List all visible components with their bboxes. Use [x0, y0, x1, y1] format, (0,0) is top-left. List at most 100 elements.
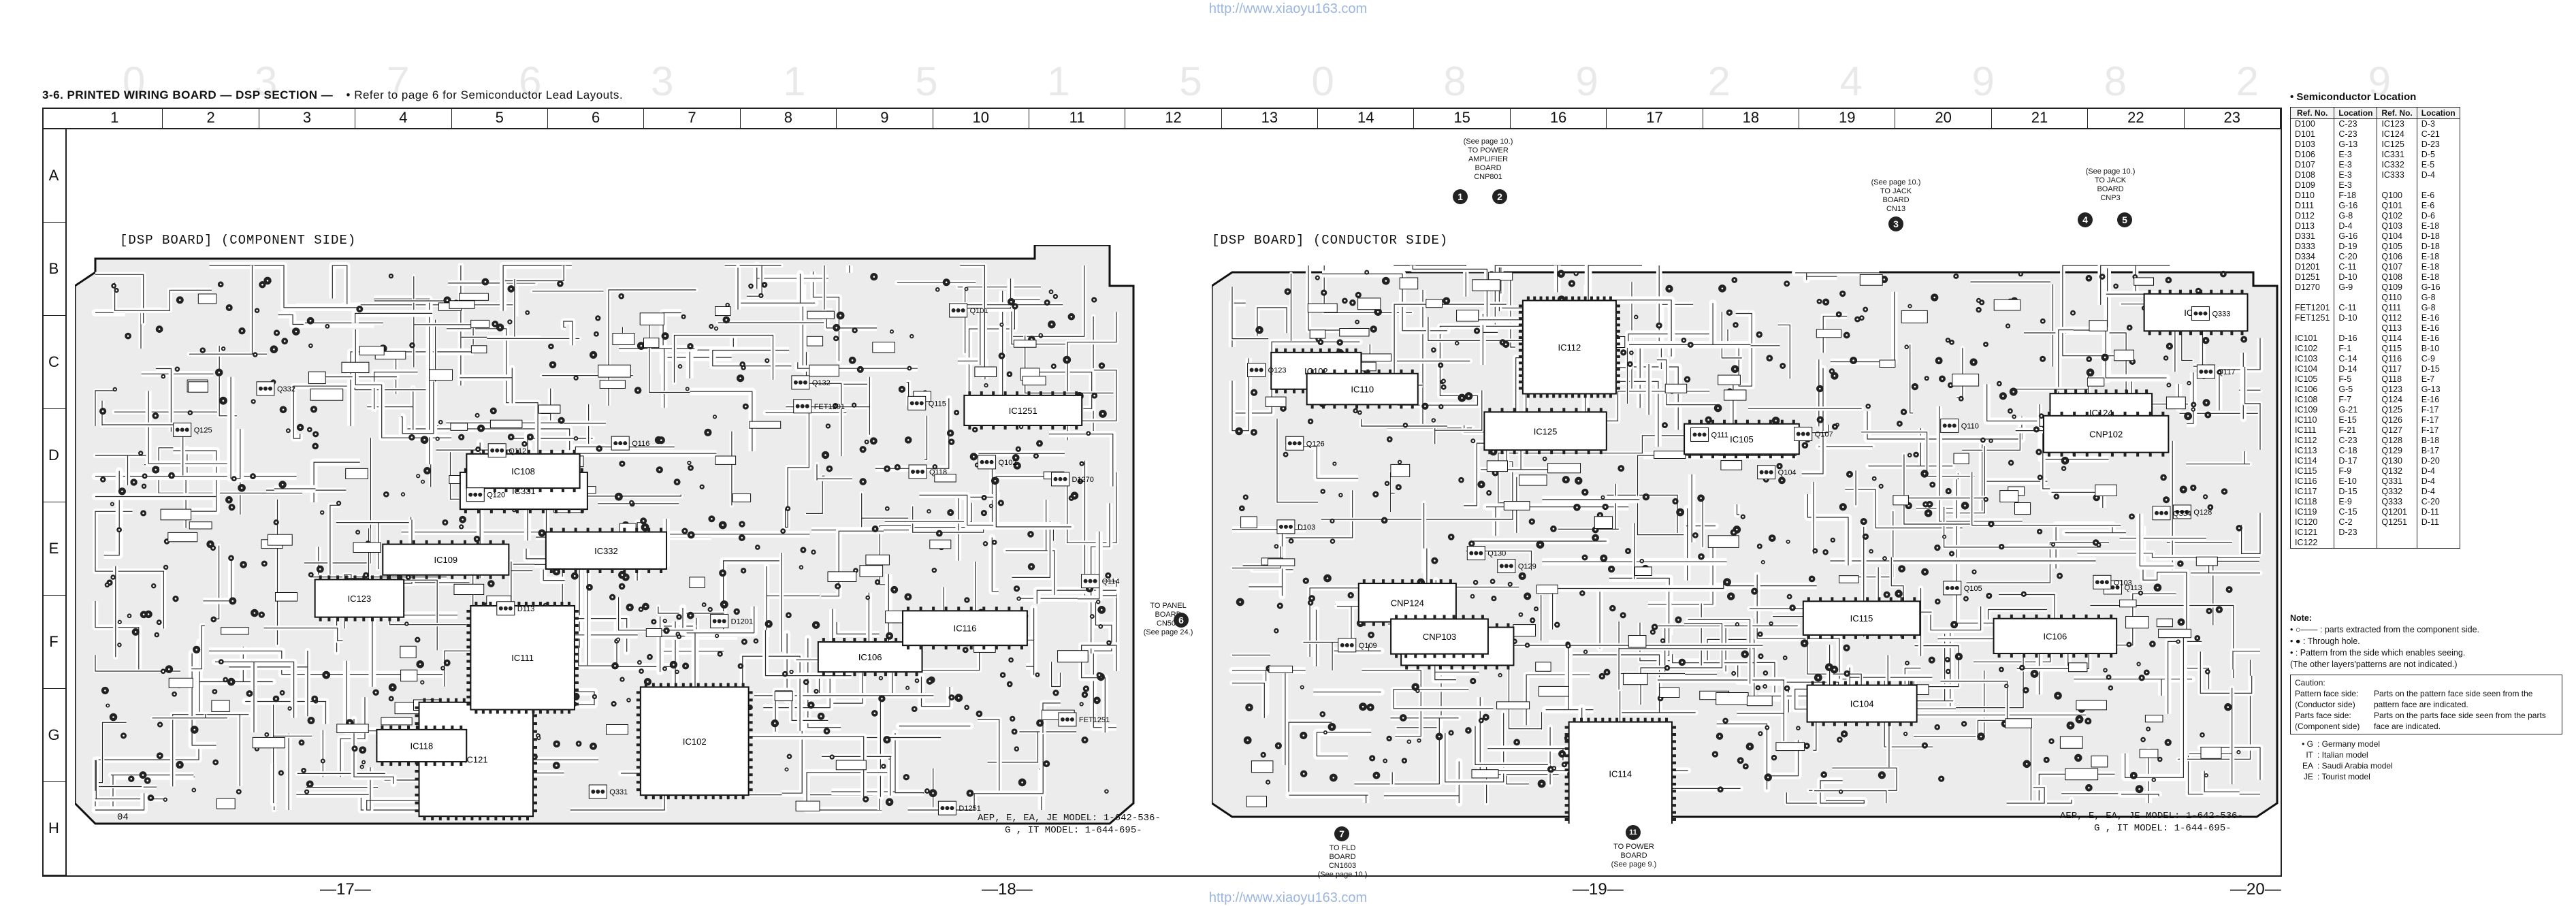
ic-pin: [920, 606, 922, 611]
through-hole-center: [1344, 300, 1346, 302]
through-hole-center: [1973, 361, 1975, 363]
ic-pin: [1433, 615, 1436, 619]
callout-4-badge[interactable]: 4: [2078, 212, 2093, 227]
resistor-footprint: [1635, 567, 1652, 576]
ic-label: IC123: [348, 594, 372, 604]
through-hole-center: [622, 574, 624, 576]
ic-pin: [2145, 389, 2148, 393]
through-hole-center: [289, 708, 291, 710]
caution-key: Pattern face side:: [2295, 688, 2374, 699]
semi-cell: D-11: [2417, 507, 2460, 517]
through-hole-center: [1760, 732, 1762, 734]
through-hole-center: [1937, 547, 1939, 549]
through-hole-center: [234, 478, 236, 480]
through-hole-center: [991, 505, 993, 507]
part-pad: [2164, 511, 2168, 515]
through-hole-center: [927, 790, 929, 792]
through-hole-center: [1938, 360, 1940, 362]
resistor-footprint: [775, 692, 792, 701]
grid-column-10: 10: [933, 108, 1029, 128]
through-hole-center: [168, 668, 170, 670]
callout-2-badge[interactable]: 2: [1492, 189, 1507, 204]
semi-cell: Q108: [2377, 272, 2417, 282]
semi-cell: IC110: [2291, 415, 2334, 425]
part-label: Q333: [2212, 310, 2230, 319]
through-hole-center: [709, 609, 711, 611]
resistor-footprint: [2159, 629, 2191, 637]
ic-pin: [581, 509, 583, 513]
ic-label: IC105: [1730, 434, 1754, 444]
ic-pin: [637, 721, 641, 724]
part-pad: [1063, 477, 1067, 481]
part-pad: [509, 606, 513, 611]
through-hole-center: [743, 641, 745, 643]
through-hole-center: [690, 615, 692, 617]
callout-11-badge[interactable]: 11: [1626, 825, 1641, 840]
ic-pin: [2169, 331, 2172, 335]
semi-cell: E-3: [2334, 170, 2377, 180]
through-hole-center: [1084, 694, 1086, 696]
through-hole-center: [1388, 738, 1390, 740]
grid-row-H: H: [42, 782, 65, 875]
caution-row: Parts face side:Parts on the parts face …: [2295, 710, 2558, 721]
resistor-footprint: [796, 801, 820, 811]
through-hole-center: [2088, 358, 2090, 360]
through-hole-center: [118, 529, 120, 531]
through-hole-center: [2057, 695, 2059, 697]
ic-pin: [550, 569, 553, 573]
semi-cell: D334: [2291, 252, 2334, 262]
part-pad: [1298, 441, 1302, 445]
part-pad: [504, 606, 508, 611]
site-url-bottom[interactable]: http://www.xiaoyu163.com: [0, 890, 2576, 906]
ic-pin: [1519, 330, 1523, 333]
callout-3-badge[interactable]: 3: [1888, 216, 1903, 231]
title-note: • Refer to page 6 for Semiconductor Lead…: [347, 88, 624, 101]
callout-5-badge[interactable]: 5: [2117, 212, 2132, 227]
through-hole-center: [956, 412, 958, 414]
resistor-footprint: [216, 798, 235, 809]
ic-pin: [712, 795, 715, 799]
ic-pin: [864, 638, 867, 642]
callout-6-badge[interactable]: 6: [1174, 613, 1189, 628]
ic-pin: [2035, 615, 2038, 619]
callout-1-badge[interactable]: 1: [1453, 189, 1468, 204]
ic-pin: [833, 638, 835, 642]
ic-pin: [407, 762, 410, 766]
through-hole-center: [1818, 677, 1820, 679]
ic-pin: [2135, 389, 2138, 393]
through-hole-center: [673, 664, 675, 666]
through-hole-center: [1471, 543, 1473, 545]
ic-pin: [533, 754, 537, 757]
site-url-top[interactable]: http://www.xiaoyu163.com: [0, 1, 2576, 17]
through-hole-center: [1332, 520, 1334, 522]
ic-pin: [1843, 597, 1846, 601]
ic-pin: [568, 602, 570, 606]
through-hole-center: [385, 494, 387, 496]
through-hole-center: [1093, 299, 1095, 301]
ic-pin: [970, 645, 973, 649]
ic-pin: [389, 726, 392, 730]
through-hole-center: [480, 427, 482, 430]
through-hole-center: [509, 321, 511, 323]
through-hole-center: [220, 284, 222, 286]
through-hole-center: [2208, 610, 2210, 612]
semi-cell: C-23: [2334, 129, 2377, 140]
through-hole-center: [1303, 734, 1305, 737]
through-hole-center: [803, 549, 805, 551]
ic-pin: [667, 795, 670, 799]
caution-row: (Component side)face are indicated.: [2295, 721, 2558, 732]
through-hole-center: [1846, 647, 1848, 649]
ic-pin: [907, 645, 909, 649]
through-hole-center: [932, 792, 934, 794]
callout-7-badge[interactable]: 7: [1334, 826, 1349, 841]
ic-pin: [1363, 579, 1366, 583]
through-hole-center: [1359, 412, 1361, 414]
through-hole-center: [1055, 692, 1057, 694]
through-hole-center: [152, 585, 155, 587]
part-label: FET1201: [814, 403, 845, 411]
ic-pin: [2095, 389, 2097, 393]
through-hole-center: [1384, 760, 1386, 762]
